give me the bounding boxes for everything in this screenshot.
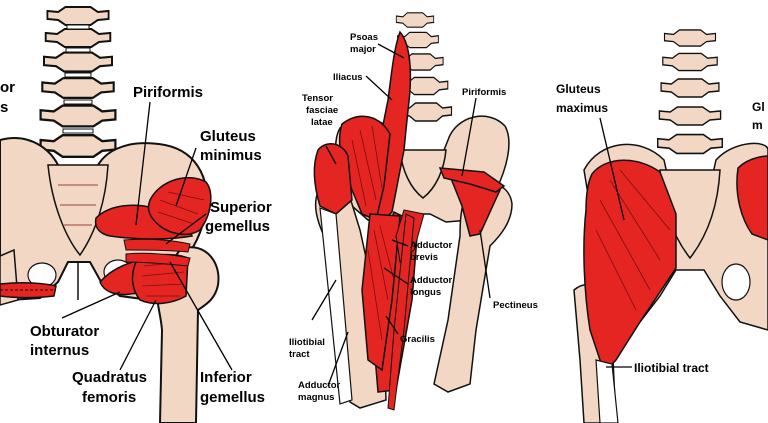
panel-posterior-gluteal: Gluteus maximus Gl m Iliotibial tract [556, 29, 768, 423]
superior-gemellus-muscle [123, 238, 191, 253]
panel-anterior-hip: Psoas major Iliacus Tensor fasciae latae… [289, 12, 538, 411]
label-inferior-gemellus-2: gemellus [200, 389, 265, 406]
label-cut-top: or [0, 79, 15, 96]
adductor-longus-muscle [361, 213, 401, 372]
label-superior-gemellus-1: Superior [210, 199, 272, 216]
label-iliotibial-tract-1: Iliotibial [289, 337, 325, 348]
label-inferior-gemellus-1: Inferior [200, 369, 252, 386]
label-gluteus-minimus-2: minimus [200, 147, 262, 164]
label-gracilis: Gracilis [400, 334, 435, 345]
label-gluteus-minimus-1: Gluteus [200, 128, 256, 145]
gluteus-minimus-muscle [147, 177, 212, 236]
label-quadratus-femoris-1: Quadratus [72, 369, 147, 386]
label-iliacus: Iliacus [333, 72, 363, 83]
label-cut-right-1: Gl [752, 100, 765, 114]
label-pectineus: Pectineus [493, 300, 538, 311]
label-iliotibial-tract: Iliotibial tract [634, 361, 709, 375]
label-obturator-internus-2: internus [30, 342, 89, 359]
left-femur [433, 182, 513, 393]
inferior-gemellus-muscle [125, 252, 191, 267]
label-superior-gemellus-2: gemellus [205, 218, 270, 235]
label-tensor-fasciae-latae-1: Tensor [302, 93, 333, 104]
label-gluteus-maximus-2: maximus [556, 101, 608, 115]
label-tensor-fasciae-latae-2: fasciae [306, 105, 338, 116]
sacrum [47, 164, 109, 257]
label-adductor-longus-2: longus [410, 287, 441, 298]
panel-deep-lateral-rotators: or s Piriformis Gluteus minimus Superior… [0, 6, 272, 423]
label-psoas-major-2: major [350, 44, 376, 55]
label-iliotibial-tract-2: tract [289, 349, 310, 360]
label-obturator-internus-1: Obturator [30, 323, 99, 340]
iliotibial-tract-strip [319, 207, 353, 405]
label-cut-right-2: m [752, 118, 763, 132]
label-tensor-fasciae-latae-3: latae [311, 117, 333, 128]
sacrum-anterior [399, 149, 447, 199]
iliotibial-tract-posterior [595, 359, 619, 423]
tensor-fasciae-latae-muscle [313, 143, 353, 215]
right-cut-gluteus [736, 155, 768, 241]
label-adductor-brevis-2: brevis [410, 252, 438, 263]
gracilis-muscle [387, 213, 415, 411]
label-adductor-longus-1: Adductor [410, 275, 453, 286]
spinal-discs [62, 24, 94, 134]
piriformis-anterior-muscle [438, 167, 506, 193]
gluteus-maximus-muscle [583, 159, 677, 374]
label-adductor-magnus-1: Adductor [298, 380, 341, 391]
label-piriformis-2: Piriformis [462, 87, 506, 98]
label-adductor-magnus-2: magnus [298, 392, 334, 403]
label-cut-bottom: s [0, 99, 8, 116]
label-psoas-major-1: Psoas [350, 32, 378, 43]
posterior-obturator-foramen [721, 263, 751, 301]
label-quadratus-femoris-2: femoris [82, 389, 136, 406]
label-adductor-brevis-1: Adductor [410, 240, 453, 251]
label-gluteus-maximus-1: Gluteus [556, 82, 601, 96]
lumbar-spine-3 [656, 29, 724, 155]
label-piriformis-1: Piriformis [133, 84, 203, 101]
